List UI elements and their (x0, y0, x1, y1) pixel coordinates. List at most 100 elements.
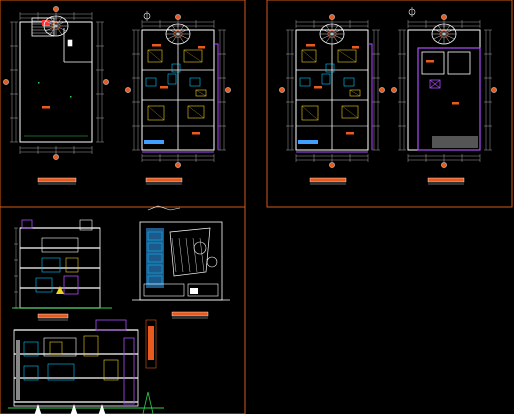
spiral-stair-tread (55, 17, 63, 27)
spiral-stair-tread (167, 28, 179, 35)
stair-landing (42, 20, 50, 26)
section-b-furniture (83, 335, 99, 357)
section-marker-icon (125, 87, 131, 93)
spiral-stair-tread (325, 25, 333, 35)
section-b-room (43, 337, 77, 357)
person-icon (56, 286, 64, 294)
roof-opening-x (429, 79, 441, 89)
spiral-stair-tread (433, 28, 445, 35)
door-opening (187, 283, 219, 297)
spiral-stair-tread (45, 25, 57, 32)
kitchen-counter (325, 63, 335, 73)
room-label-block (192, 132, 200, 135)
vertical-title-bar (145, 319, 157, 369)
section-marker-icon (53, 6, 59, 12)
tree-icon (142, 391, 154, 414)
spiral-stair-tread (331, 33, 339, 43)
furniture-block (195, 89, 207, 97)
spiral-stair-tread (443, 33, 451, 43)
room-label-block (42, 106, 50, 109)
spiral-stair-tread (177, 33, 185, 43)
spiral-stair-tread (167, 33, 179, 40)
section-marker-icon (379, 87, 385, 93)
sheet-frame-sections (0, 206, 246, 414)
furniture-hatch (195, 89, 207, 97)
section-marker-icon (329, 162, 335, 168)
spiral-stair-tread (433, 33, 445, 40)
column-block (67, 39, 73, 47)
facade-louver (185, 237, 191, 273)
spiral-stair-tread (49, 17, 57, 27)
room-label-block (426, 60, 434, 63)
furniture-block (301, 49, 317, 63)
section-marker-icon (391, 87, 397, 93)
spiral-stair-tread (171, 33, 179, 43)
room-label-block (160, 86, 168, 89)
elevation-glazing-panel (146, 228, 164, 288)
spiral-stair-tread (331, 33, 343, 40)
section-b-window (23, 365, 39, 381)
room-label-block (452, 102, 459, 105)
facade-louver (178, 237, 184, 273)
furniture-hatch (147, 105, 165, 121)
roof-parapet (21, 219, 33, 229)
spiral-stair-tread (55, 25, 67, 32)
person-icon (98, 404, 106, 414)
spiral-stair-tread (177, 25, 185, 35)
furniture-hatch (301, 105, 319, 121)
roof-parapet (417, 47, 481, 151)
spiral-stair-core (51, 22, 61, 30)
car-icon (190, 288, 198, 294)
section-marker-icon (491, 87, 497, 93)
spiral-stair-tread (437, 33, 445, 43)
spiral-stair-tread (55, 20, 67, 27)
section-b-furniture (103, 359, 119, 381)
section-marker-icon (53, 154, 59, 160)
section-marker-icon (441, 162, 447, 168)
plan-outer-wall (141, 29, 215, 151)
elevation-facade-panel (169, 227, 211, 277)
fixture-block (321, 73, 331, 85)
furniture-block (341, 105, 359, 119)
section-marker-icon (279, 87, 285, 93)
drawing-title-bar (171, 311, 209, 317)
kitchen-counter (171, 63, 181, 73)
fixture-block (189, 77, 201, 87)
section-marker-icon (103, 79, 109, 85)
person-icon (70, 404, 78, 414)
room-label-block (314, 86, 322, 89)
fixture-block (343, 77, 355, 87)
section-furniture (65, 257, 79, 273)
plan-outer-wall (19, 21, 93, 143)
roof-structure (95, 319, 127, 331)
section-marker-icon (225, 87, 231, 93)
person-icon (34, 404, 42, 414)
room-label-block (198, 46, 205, 49)
hatch-block (144, 140, 164, 144)
spiral-stair-tread (325, 33, 333, 43)
furniture-block (183, 49, 203, 63)
spiral-stair-tread (55, 25, 63, 35)
facade-louver (192, 237, 198, 273)
roof-room (421, 51, 445, 75)
water-tank (79, 219, 93, 231)
sky-cloud-sketch (147, 205, 181, 211)
spiral-stair-tread (171, 25, 179, 35)
spiral-stair-tread (443, 33, 455, 40)
tree-icon (193, 241, 207, 255)
section-marker-icon (329, 14, 335, 20)
furniture-block (147, 49, 163, 63)
marker-dot (70, 96, 72, 98)
tree-icon (206, 256, 218, 268)
section-window (35, 277, 53, 293)
elevation-window (147, 253, 163, 263)
section-window (41, 257, 61, 273)
furniture-hatch (183, 49, 203, 63)
section-b-stair (123, 337, 135, 405)
elevation-window (147, 264, 163, 274)
spiral-stair-tread (437, 25, 445, 35)
spiral-stair-tread (45, 20, 57, 27)
furniture-block (147, 105, 165, 121)
spiral-stair-tread (443, 28, 455, 35)
